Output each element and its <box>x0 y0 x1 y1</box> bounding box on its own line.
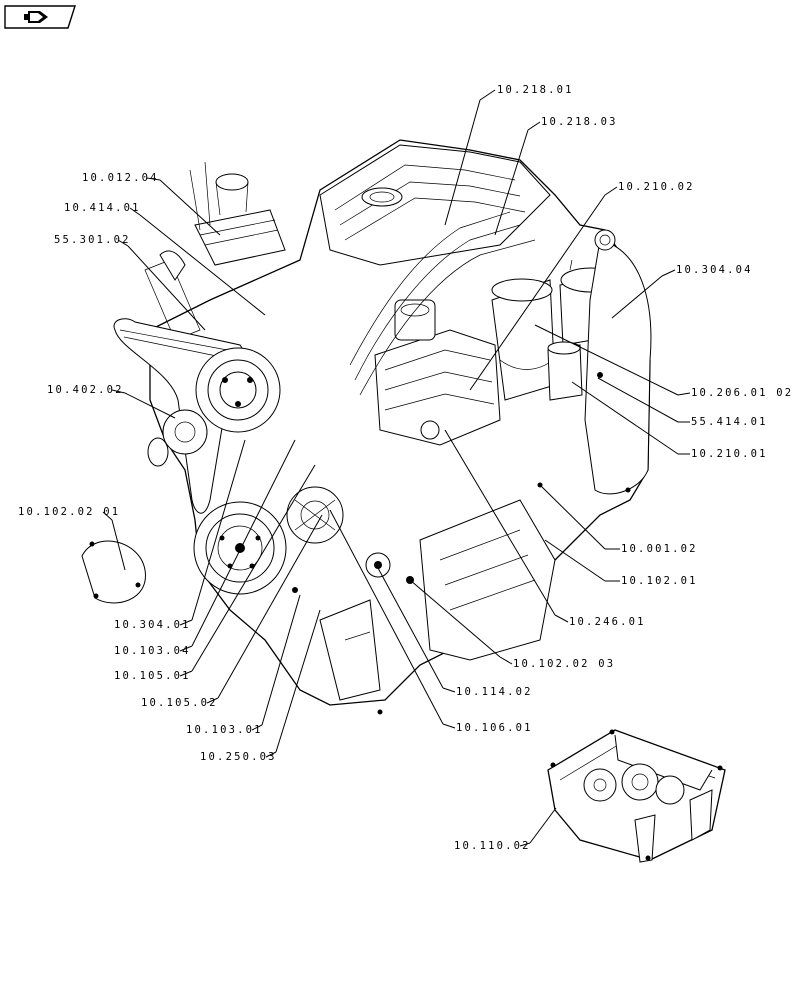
callout-label[interactable]: 55.414.01 <box>691 416 768 428</box>
callout-label[interactable]: 10.246.01 <box>569 616 646 628</box>
callout-label[interactable]: 10.001.02 <box>621 543 698 555</box>
callout-label[interactable]: 10.102.01 <box>621 575 698 587</box>
callout-label[interactable]: 10.110.02 <box>454 840 531 852</box>
callout-label[interactable]: 10.102.02 03 <box>513 658 615 670</box>
callout-label[interactable]: 10.304.01 <box>114 619 191 631</box>
callout-label[interactable]: 10.105.02 <box>141 697 218 709</box>
engine-illustration <box>81 139 652 715</box>
callout-label[interactable]: 10.218.01 <box>497 84 574 96</box>
callout-label[interactable]: 10.402.02 <box>47 384 124 396</box>
callout-label[interactable]: 10.105.01 <box>114 670 191 682</box>
callout-label[interactable]: 10.114.02 <box>456 686 533 698</box>
callout-label[interactable]: 10.106.01 <box>456 722 533 734</box>
callout-label[interactable]: 10.218.03 <box>541 116 618 128</box>
balancer-unit-illustration <box>547 729 726 863</box>
callout-label[interactable]: 10.210.01 <box>691 448 768 460</box>
back-arrow-icon <box>24 11 48 23</box>
callout-label[interactable]: 55.301.02 <box>54 234 131 246</box>
callout-labels: 10.218.01 10.218.03 10.012.04 10.210.02 … <box>18 84 793 852</box>
callout-label[interactable]: 10.103.04 <box>114 645 191 657</box>
callout-label[interactable]: 10.103.01 <box>186 724 263 736</box>
callout-label[interactable]: 10.206.01 02 <box>691 387 793 399</box>
callout-label[interactable]: 10.102.02 01 <box>18 506 120 518</box>
callout-label[interactable]: 10.304.04 <box>676 264 753 276</box>
callout-label[interactable]: 10.414.01 <box>64 202 141 214</box>
callout-label[interactable]: 10.012.04 <box>82 172 159 184</box>
callout-label[interactable]: 10.210.02 <box>618 181 695 193</box>
back-arrow-button[interactable] <box>4 5 76 29</box>
callout-label[interactable]: 10.250.03 <box>200 751 277 763</box>
leader-lines <box>102 89 691 847</box>
